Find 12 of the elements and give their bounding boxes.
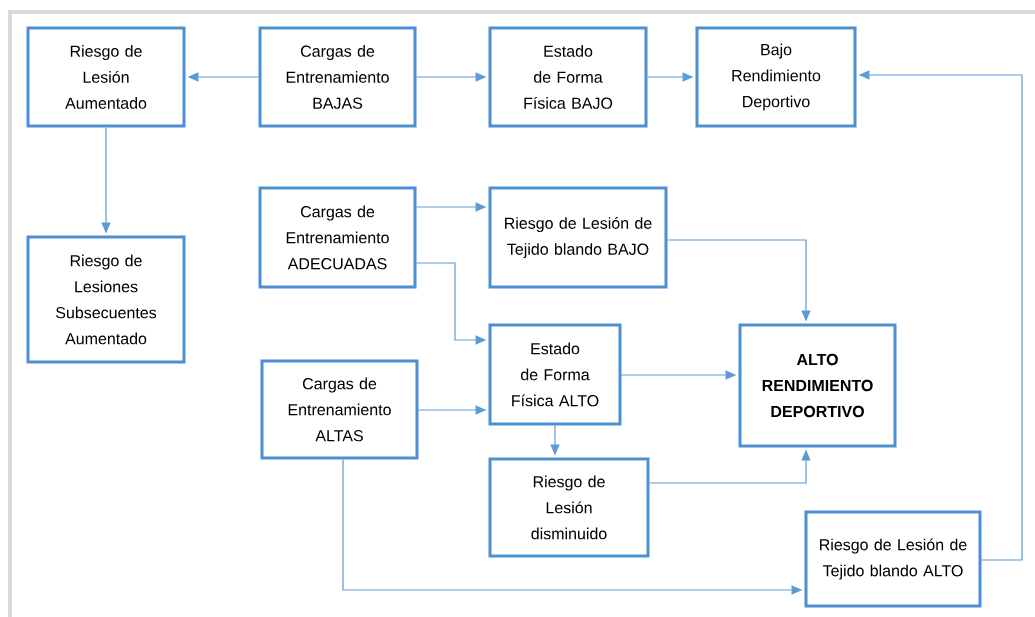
process-box: Riesgo de Lesión Aumentado <box>26 26 186 128</box>
process-box: Estado de Forma Física BAJO <box>488 26 648 128</box>
process-box: Estado de Forma Física ALTO <box>488 323 622 426</box>
process-box: Cargas de Entrenamiento ADECUADAS <box>258 186 417 289</box>
process-box: ALTO RENDIMIENTO DEPORTIVO <box>738 323 897 448</box>
process-box: Cargas de Entrenamiento ALTAS <box>260 359 419 460</box>
process-box: Bajo Rendimiento Deportivo <box>695 26 857 128</box>
process-box: Riesgo de Lesión de Tejido blando ALTO <box>804 510 982 608</box>
process-box: Cargas de Entrenamiento BAJAS <box>258 26 417 128</box>
process-box: Riesgo de Lesiones Subsecuentes Aumentado <box>26 235 186 364</box>
process-box: Riesgo de Lesión disminuido <box>488 457 650 558</box>
process-box: Riesgo de Lesión de Tejido blando BAJO <box>488 186 668 289</box>
